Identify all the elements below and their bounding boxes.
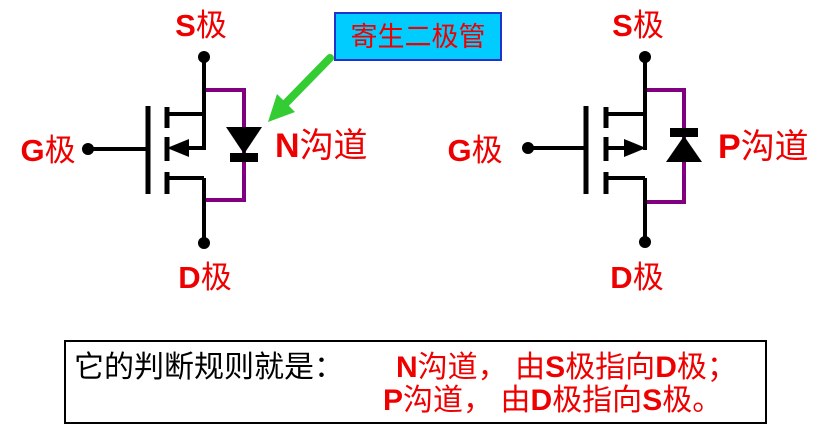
callout-arrow-head-icon [268,94,295,122]
n-gate-label: G极 [20,133,75,168]
callout-arrow-shaft [282,54,334,107]
n-source-dot [198,51,210,63]
p-drain-dot [639,236,651,248]
p-source-label: S极 [612,8,664,43]
p-gate-dot [522,142,534,154]
n-diode-bar-icon [230,153,258,162]
p-channel-label: P沟道 [718,128,809,166]
p-body-arrow-icon [624,139,646,157]
n-body-arrow-icon [167,139,189,157]
n-channel-label: N沟道 [275,127,368,165]
n-diode-triangle-icon [226,127,262,154]
rule-box: 它的判断规则就是： N沟道， 由S极指向D极； P沟道， 由D极指向S极。 [64,340,767,424]
rule-line2-text: P沟道， 由D极指向S极。 [383,384,722,417]
rule-line1-text: N沟道， 由S极指向D极； [396,351,737,384]
p-diode-triangle-icon [666,136,702,162]
p-diode-bar-icon [670,128,698,137]
parasitic-diode-callout: 寄生二极管 [268,12,502,122]
rule-intro-text: 它的判断规则就是： [74,351,344,384]
p-mosfet-symbol [522,51,702,248]
callout-label: 寄生二极管 [351,22,486,52]
callout-box [334,12,502,61]
n-drain-dot [198,237,210,249]
n-mosfet-symbol [82,51,262,249]
rule-box-border [64,340,767,424]
n-drain-label: D极 [178,260,231,295]
n-gate-dot [82,143,94,155]
p-gate-label: G极 [447,133,502,168]
p-source-dot [639,51,651,63]
n-source-label: S极 [175,8,227,43]
p-drain-label: D极 [610,260,663,295]
